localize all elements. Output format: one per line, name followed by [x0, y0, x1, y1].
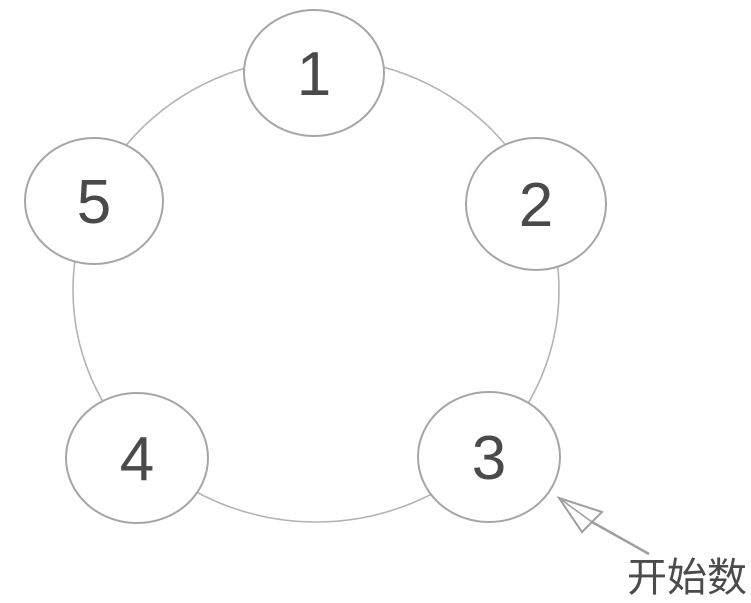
node-5: 5	[24, 137, 164, 265]
node-1-label: 1	[297, 40, 331, 109]
node-3-circle	[417, 391, 561, 523]
node-5-circle	[24, 137, 164, 265]
annotation-label: 开始数	[627, 556, 747, 600]
start-arrow	[556, 496, 650, 556]
node-1-circle	[243, 9, 385, 137]
node-2: 2	[465, 137, 607, 271]
arrow-shaft	[591, 520, 650, 556]
node-1: 1	[243, 9, 385, 137]
node-2-circle	[465, 137, 607, 271]
node-2-label: 2	[519, 171, 553, 240]
node-3-label: 3	[472, 424, 506, 493]
node-5-label: 5	[77, 168, 111, 237]
node-4: 4	[65, 392, 209, 524]
arrow-head-crease	[558, 497, 593, 523]
node-4-circle	[65, 392, 209, 524]
node-4-label: 4	[120, 425, 154, 494]
node-3: 3	[417, 391, 561, 523]
